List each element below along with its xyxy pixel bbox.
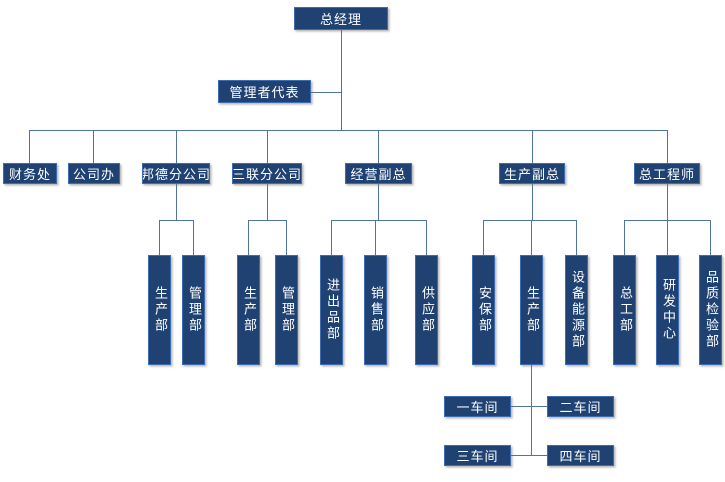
- node-production-dept-bangde: 生产部: [148, 255, 171, 365]
- node-sanlian-branch: 三联分公司: [232, 163, 302, 184]
- connector-line: [375, 220, 376, 255]
- node-import-export-dept: 进出品部: [320, 255, 343, 365]
- connector-line: [331, 220, 332, 255]
- connector-line: [667, 130, 668, 163]
- connector-line: [576, 220, 577, 255]
- node-chief-engineer: 总工程师: [634, 163, 700, 184]
- connector-line: [511, 455, 547, 456]
- node-operations-vp: 经营副总: [345, 163, 412, 184]
- connector-line: [378, 184, 379, 220]
- connector-line: [267, 130, 268, 163]
- node-rd-center: 研发中心: [656, 255, 679, 365]
- connector-line: [532, 130, 533, 163]
- connector-line: [331, 220, 427, 221]
- node-quality-inspection-dept: 品质检验部: [699, 255, 722, 365]
- node-supply-dept: 供应部: [415, 255, 438, 365]
- connector-line: [426, 220, 427, 255]
- connector-line: [531, 365, 532, 456]
- node-management-representative: 管理者代表: [218, 80, 311, 103]
- connector-line: [710, 220, 711, 255]
- connector-line: [159, 220, 194, 221]
- node-equipment-energy-dept: 设备能源部: [565, 255, 588, 365]
- node-workshop-3: 三车间: [444, 445, 511, 466]
- connector-line: [248, 220, 287, 221]
- node-sales-dept: 销售部: [364, 255, 387, 365]
- connector-line: [29, 130, 668, 131]
- connector-line: [193, 220, 194, 255]
- connector-line: [483, 220, 484, 255]
- node-chief-engineer-dept: 总工部: [613, 255, 636, 365]
- connector-line: [176, 130, 177, 163]
- connector-line: [624, 220, 625, 255]
- connector-line: [341, 30, 342, 130]
- node-workshop-1: 一车间: [444, 396, 511, 417]
- connector-line: [532, 184, 533, 220]
- connector-line: [483, 220, 577, 221]
- connector-line: [286, 220, 287, 255]
- connector-line: [667, 220, 668, 255]
- connector-line: [267, 184, 268, 220]
- node-production-dept: 生产部: [520, 255, 543, 365]
- node-management-dept-sanlian: 管理部: [275, 255, 298, 365]
- connector-line: [93, 130, 94, 163]
- node-workshop-2: 二车间: [547, 396, 614, 417]
- connector-line: [667, 184, 668, 220]
- connector-line: [311, 92, 341, 93]
- node-bangde-branch: 邦德分公司: [142, 163, 210, 184]
- connector-line: [29, 130, 30, 163]
- connector-line: [531, 220, 532, 255]
- node-finance-office: 财务处: [3, 163, 57, 184]
- connector-line: [378, 130, 379, 163]
- connector-line: [511, 406, 547, 407]
- node-workshop-4: 四车间: [547, 445, 614, 466]
- node-production-vp: 生产副总: [499, 163, 565, 184]
- node-production-dept-sanlian: 生产部: [237, 255, 260, 365]
- node-company-office: 公司办: [68, 163, 120, 184]
- node-security-dept: 安保部: [472, 255, 495, 365]
- node-general-manager: 总经理: [294, 7, 388, 30]
- node-management-dept-bangde: 管理部: [182, 255, 205, 365]
- connector-line: [159, 220, 160, 255]
- connector-line: [248, 220, 249, 255]
- connector-line: [176, 184, 177, 220]
